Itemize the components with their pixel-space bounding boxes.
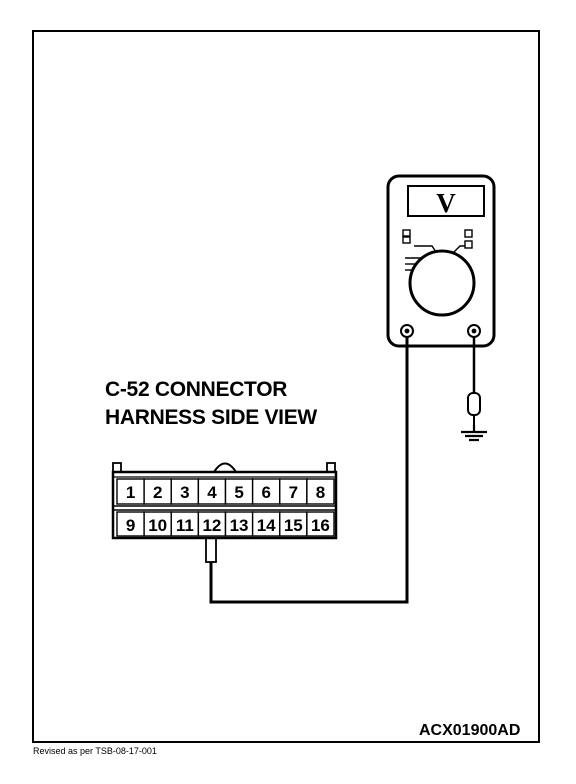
ground-icon [461, 425, 487, 442]
figure-frame [32, 30, 540, 743]
pin-4-label: 4 [207, 483, 217, 502]
pin-16-label: 16 [311, 516, 330, 535]
pin-8-label: 8 [316, 483, 325, 502]
pin-cell [306, 511, 335, 537]
top-pin-cells [116, 478, 335, 505]
ground-lead-clip [467, 392, 481, 425]
figure-code: ACX01900AD [419, 722, 521, 739]
pin-1-label: 1 [126, 483, 135, 502]
pin-cell [224, 511, 254, 537]
pin-cell [224, 478, 254, 505]
pin-cell [306, 478, 335, 505]
footer-note: Revised as per TSB-08-17-001 [33, 746, 157, 756]
pin-cell [251, 478, 281, 505]
pin-6-label: 6 [261, 483, 270, 502]
back-probe [205, 537, 217, 563]
range-selector-dial[interactable] [408, 249, 476, 317]
connector-lock-tab [213, 462, 237, 473]
meter-display-value: V [436, 188, 456, 218]
meter-display [407, 185, 485, 217]
range-markings [402, 229, 473, 271]
pin-cell [197, 478, 227, 505]
bottom-pin-cells [116, 511, 335, 537]
voltmeter: V [386, 174, 496, 348]
pin-3-label: 3 [180, 483, 189, 502]
pin-cell [143, 511, 172, 537]
pin-cell [170, 511, 200, 537]
pin-13-label: 13 [230, 516, 249, 535]
bottom-row-pins: 9 10 11 12 13 14 15 16 [126, 516, 330, 535]
connector-title-line1: C-52 CONNECTOR [105, 378, 288, 401]
pin-5-label: 5 [234, 483, 243, 502]
pin-cell [116, 478, 145, 505]
test-leads [205, 337, 476, 604]
pin-15-label: 15 [284, 516, 303, 535]
pin-7-label: 7 [289, 483, 298, 502]
pin-12-label: 12 [202, 516, 221, 535]
pin-10-label: 10 [148, 516, 167, 535]
pin-cell [116, 511, 145, 537]
lead-to-pin-12 [209, 337, 409, 604]
pin-2-label: 2 [153, 483, 162, 502]
pin-9-label: 9 [126, 516, 135, 535]
pin-14-label: 14 [257, 516, 276, 535]
connector-title-line2: HARNESS SIDE VIEW [105, 406, 317, 429]
pin-11-label: 11 [176, 516, 194, 535]
c52-connector [111, 462, 338, 540]
pin-cell [279, 478, 308, 505]
